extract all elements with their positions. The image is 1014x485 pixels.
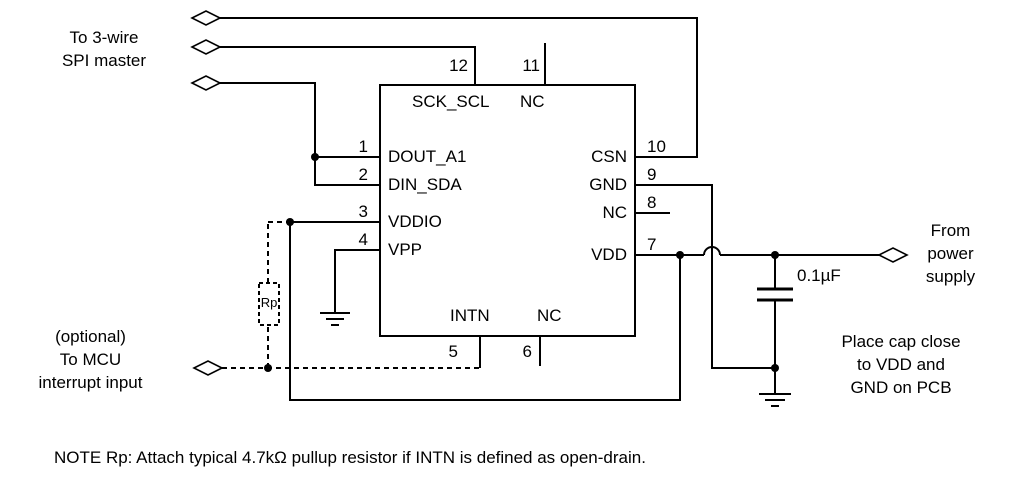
mcu-interrupt-label: (optional) To MCU interrupt input: [8, 325, 173, 394]
cap-placement-note: Place cap close to VDD and GND on PCB: [820, 330, 982, 399]
mcu-interrupt-line2: To MCU: [59, 350, 122, 369]
connector-diamond-intn: [192, 360, 224, 376]
ground-symbol-vpp: [320, 312, 350, 326]
pin-name-nc-top: NC: [520, 92, 545, 111]
rp-label: Rp: [260, 295, 278, 310]
pin-name-din-sda: DIN_SDA: [388, 175, 462, 194]
vpp-wire: [334, 249, 380, 313]
connector-diamond-data: [190, 75, 222, 91]
pin-number-7: 7: [647, 235, 657, 254]
bottom-note: NOTE Rp: Attach typical 4.7kΩ pullup res…: [54, 448, 646, 467]
connector-diamond-cs: [190, 10, 222, 26]
power-supply-line2: power: [927, 244, 974, 263]
connector-symbols: [190, 10, 909, 376]
ground-symbol-cap: [759, 368, 791, 407]
pin-name-vpp: VPP: [388, 240, 423, 259]
pin-name-vdd: VDD: [591, 245, 627, 264]
connector-diamond-sck: [190, 39, 222, 55]
spi-master-line2: SPI master: [61, 51, 147, 70]
pin-number-11: 11: [522, 56, 540, 75]
junction-dot: [264, 364, 272, 372]
sck-wire: [220, 46, 476, 85]
cap-note-line2: to VDD and: [857, 355, 945, 374]
junction-dots: [264, 153, 779, 372]
pin-number-10: 10: [647, 137, 666, 156]
pin-name-csn: CSN: [591, 147, 627, 166]
cap-value-label: 0.1µF: [797, 266, 841, 285]
pin-name-nc-right: NC: [602, 203, 627, 222]
cap-note-line3: GND on PCB: [850, 378, 952, 397]
power-supply-label: From power supply: [903, 219, 998, 288]
pin-number-12: 12: [449, 56, 468, 75]
csn-wire: [220, 17, 698, 158]
ic-body: [379, 84, 636, 337]
pin-number-1: 1: [358, 137, 368, 156]
pin-name-gnd: GND: [589, 175, 627, 194]
power-supply-line1: From: [930, 221, 971, 240]
pin-number-3: 3: [358, 202, 368, 221]
cap-note-line1: Place cap close: [841, 332, 961, 351]
pin-number-8: 8: [647, 193, 657, 212]
pin-name-sck-scl: SCK_SCL: [412, 92, 490, 111]
pin-name-dout-a1: DOUT_A1: [388, 147, 467, 166]
data-wire: [220, 82, 380, 186]
decoupling-capacitor: [757, 255, 793, 368]
pin-name-nc-bottom: NC: [537, 306, 562, 325]
spi-master-label: To 3-wire SPI master: [39, 26, 169, 72]
mcu-interrupt-line1: (optional): [55, 327, 126, 346]
junction-dot: [311, 153, 319, 161]
spi-master-line1: To 3-wire: [69, 28, 139, 47]
junction-dot: [286, 218, 294, 226]
pin-number-6: 6: [522, 342, 532, 361]
mcu-interrupt-line3: interrupt input: [38, 373, 143, 392]
pin-number-5: 5: [448, 342, 458, 361]
junction-dot: [676, 251, 684, 259]
gnd-wire: [635, 184, 775, 369]
pin-name-vddio: VDDIO: [388, 212, 442, 231]
connector-diamond-power: [877, 247, 909, 263]
pin-number-2: 2: [358, 165, 368, 184]
junction-dot: [771, 251, 779, 259]
wire-group: [220, 17, 879, 401]
pin-name-intn: INTN: [450, 306, 490, 325]
vdd-wire-hop: [703, 246, 721, 256]
pin-number-9: 9: [647, 165, 657, 184]
junction-dot: [771, 364, 779, 372]
pin-number-4: 4: [358, 230, 368, 249]
power-supply-line3: supply: [925, 267, 976, 286]
vddio-to-vdd-wire: [289, 221, 681, 401]
